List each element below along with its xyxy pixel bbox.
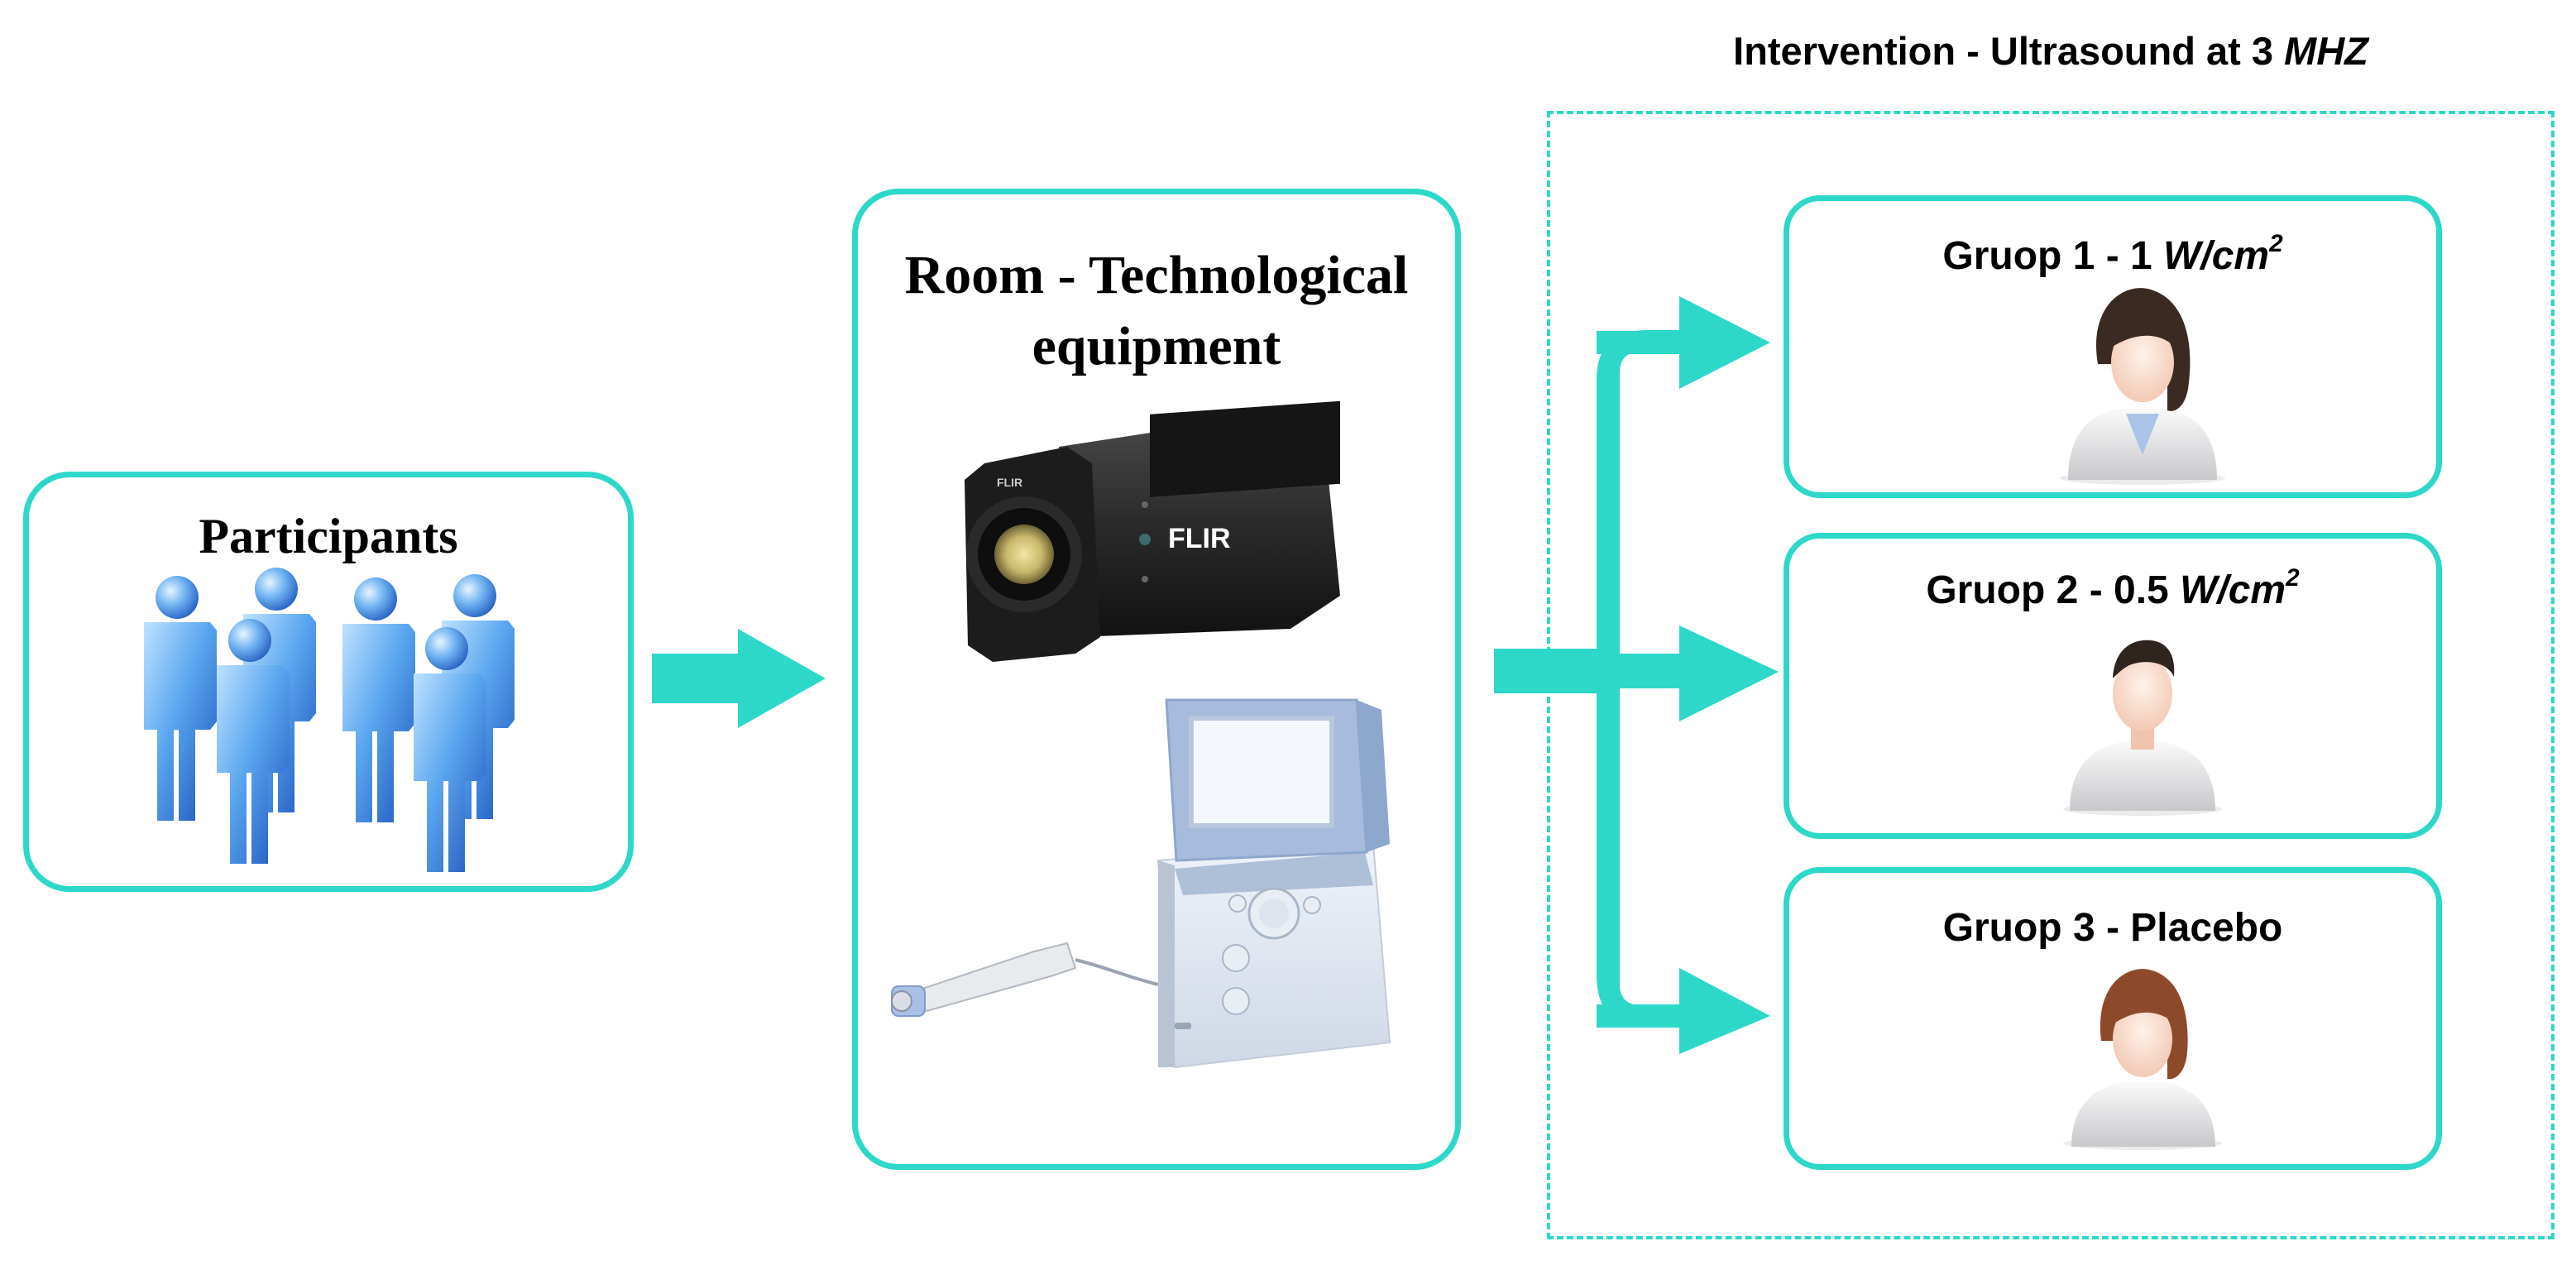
group-title-2: Gruop 2 - 0.5 W/cm2 — [1784, 564, 2442, 613]
group-1-unit: W/cm — [2163, 234, 2270, 278]
intervention-title-text: Intervention - Ultrasound at 3 — [1733, 29, 2285, 73]
group-2-unit: W/cm — [2180, 568, 2286, 612]
branch-arrows — [1494, 296, 1779, 1054]
room-title-line2: equipment — [1032, 316, 1281, 376]
intervention-title: Intervention - Ultrasound at 3 MHZ — [1547, 28, 2554, 74]
camera-brand-label-small: FLIR — [997, 476, 1022, 489]
room-title: Room - Technological equipment — [852, 240, 1461, 382]
room-title-line1: Room - Technological — [904, 245, 1409, 305]
group-title-3: Gruop 3 - Placebo — [1784, 905, 2442, 951]
people-group-icon — [144, 568, 515, 872]
camera-brand-label: FLIR — [1168, 523, 1231, 554]
group-1-sup: 2 — [2269, 229, 2283, 257]
woman-avatar-icon — [2060, 288, 2225, 485]
ultrasound-device-icon — [891, 698, 1391, 1069]
group-1-prefix: Gruop 1 - 1 — [1942, 234, 2164, 278]
group-2-sup: 2 — [2286, 563, 2300, 592]
group-title-1: Gruop 1 - 1 W/cm2 — [1784, 229, 2442, 279]
thermal-camera-icon — [965, 400, 1340, 662]
arrow-participants-to-room — [652, 629, 826, 728]
arrow-head-group-2 — [1679, 625, 1779, 721]
arrow-head-group-3 — [1679, 968, 1770, 1054]
arrow-head-group-1 — [1679, 296, 1770, 389]
woman-avatar-icon — [2063, 969, 2222, 1150]
intervention-title-unit: MHZ — [2284, 29, 2368, 73]
group-2-prefix: Gruop 2 - 0.5 — [1926, 568, 2181, 612]
man-avatar-icon — [2063, 640, 2222, 816]
participants-box — [23, 472, 634, 892]
participants-label: Participants — [199, 509, 458, 563]
group-3-prefix: Gruop 3 - Placebo — [1942, 906, 2283, 950]
